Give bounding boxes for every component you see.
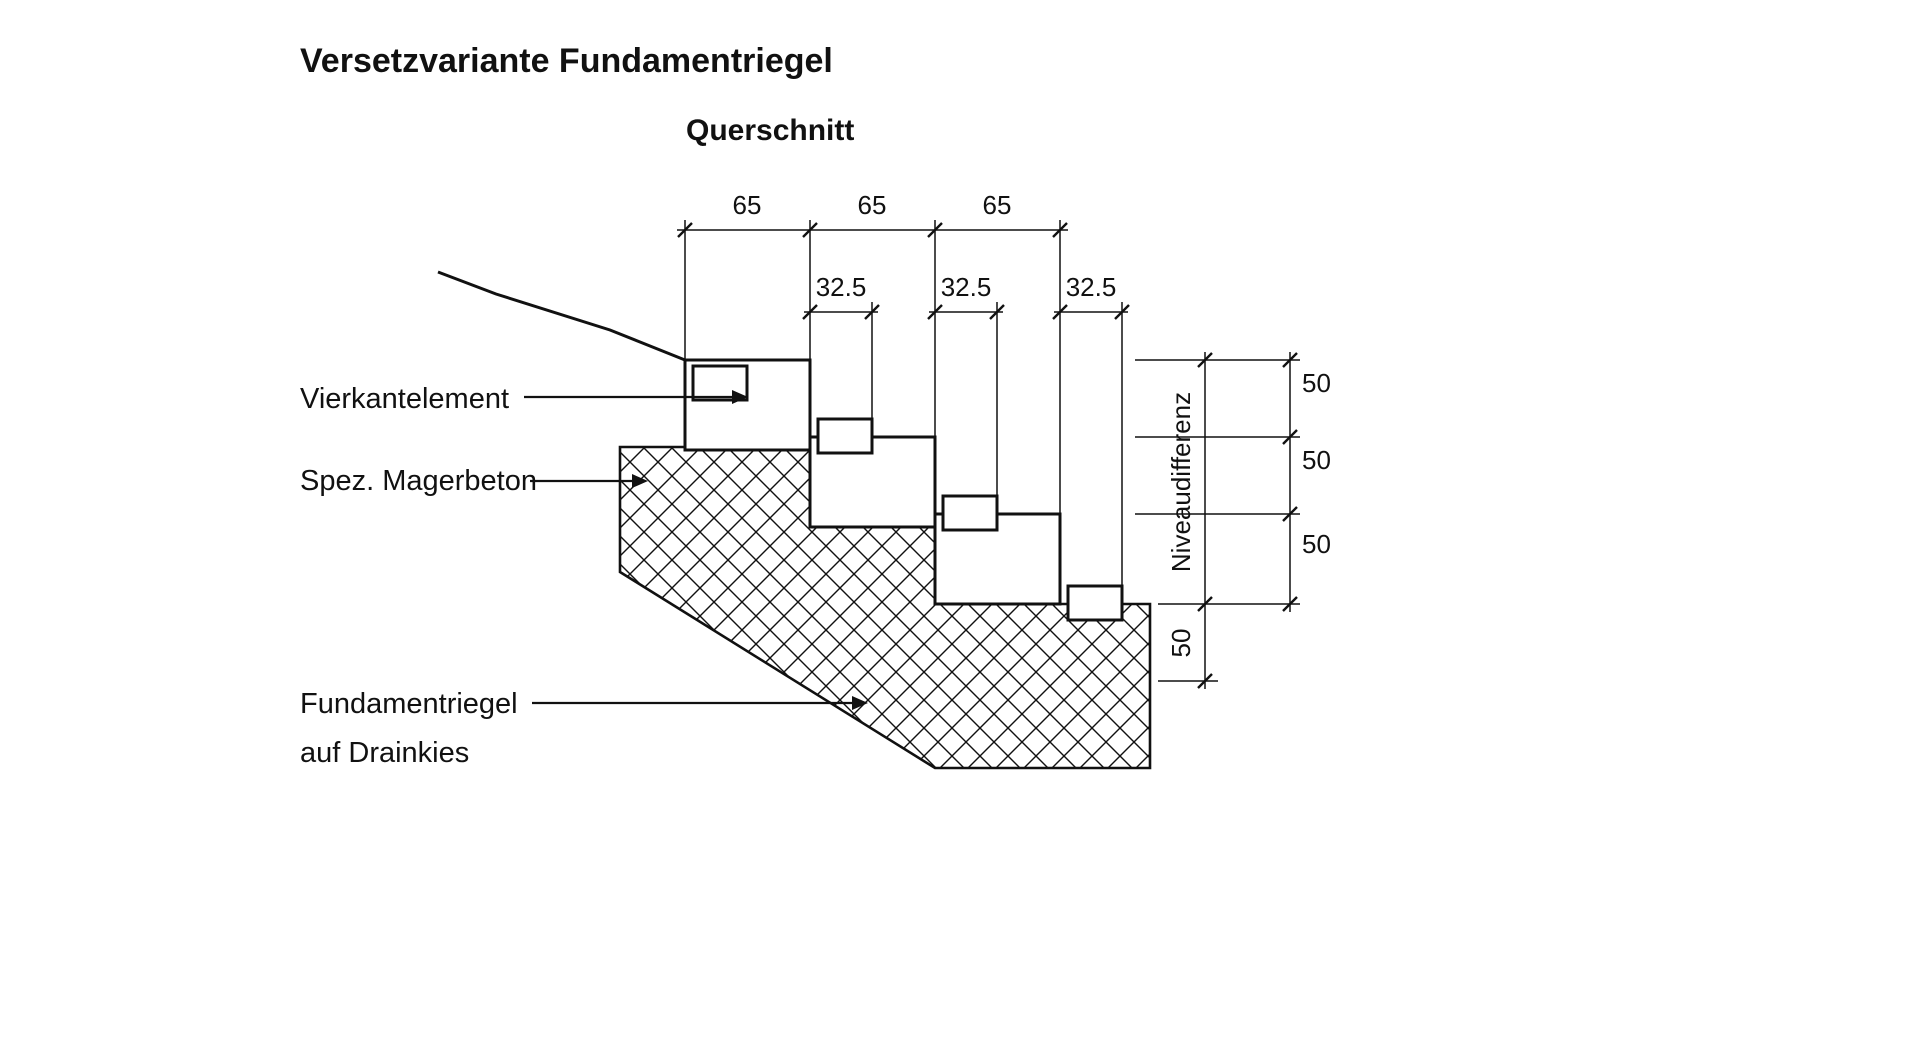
view-label: Querschnitt bbox=[686, 114, 854, 147]
dim-tick bbox=[677, 222, 693, 238]
leader-arrow-icon bbox=[632, 474, 648, 488]
square-element-3 bbox=[941, 494, 999, 532]
dim-offset-3: 32.5 bbox=[1066, 272, 1117, 302]
dim-tick bbox=[1197, 596, 1213, 612]
dim-top-3: 65 bbox=[983, 190, 1012, 220]
dim-tick bbox=[1114, 304, 1130, 320]
extension-lines bbox=[684, 220, 1300, 682]
offset-dimension-chain: 32.5 32.5 32.5 bbox=[802, 272, 1130, 320]
square-element-2 bbox=[816, 417, 874, 455]
callout-vierkantelement: Vierkantelement bbox=[300, 383, 748, 415]
dim-tick bbox=[1197, 673, 1213, 689]
terrain-slope-line bbox=[437, 270, 686, 362]
callout-vierkantelement-label: Vierkantelement bbox=[300, 383, 509, 415]
dim-tick bbox=[1052, 222, 1068, 238]
dim-tick bbox=[1052, 304, 1068, 320]
top-dimension-chain: 65 65 65 bbox=[677, 190, 1068, 238]
square-elements bbox=[691, 364, 1124, 622]
dim-tick bbox=[1282, 506, 1298, 522]
dim-tick bbox=[927, 304, 943, 320]
dim-tick bbox=[1282, 429, 1298, 445]
right-dimension-chains: Niveaudifferenz 50 50 50 50 bbox=[1166, 352, 1331, 689]
callout-bedding-label: Spez. Magerbeton bbox=[300, 465, 537, 497]
dim-tick bbox=[989, 304, 1005, 320]
dim-top-2: 65 bbox=[858, 190, 887, 220]
dim-total-label: Niveaudifferenz bbox=[1166, 392, 1196, 572]
page-title: Versetzvariante Fundamentriegel bbox=[300, 42, 833, 80]
dim-top-1: 65 bbox=[733, 190, 762, 220]
square-element-4 bbox=[1066, 584, 1124, 622]
callout-foundation-label-line1: Fundamentriegel bbox=[300, 688, 518, 720]
dim-depth: 50 bbox=[1166, 629, 1196, 658]
dim-offset-1: 32.5 bbox=[816, 272, 867, 302]
dim-step-1: 50 bbox=[1302, 368, 1331, 398]
dim-tick bbox=[864, 304, 880, 320]
dim-step-3: 50 bbox=[1302, 529, 1331, 559]
callout-bedding: Spez. Magerbeton bbox=[300, 465, 648, 497]
dim-tick bbox=[802, 222, 818, 238]
dim-tick bbox=[927, 222, 943, 238]
leader-arrow-icon bbox=[732, 390, 748, 404]
dim-tick bbox=[1282, 352, 1298, 368]
dim-step-2: 50 bbox=[1302, 445, 1331, 475]
dim-offset-2: 32.5 bbox=[941, 272, 992, 302]
callout-foundation: Fundamentriegel auf Drainkies bbox=[300, 688, 868, 769]
dim-tick bbox=[1197, 352, 1213, 368]
dim-tick bbox=[1282, 596, 1298, 612]
callout-foundation-label-line2: auf Drainkies bbox=[300, 737, 469, 769]
dim-tick bbox=[802, 304, 818, 320]
leader-arrow-icon bbox=[852, 696, 868, 710]
